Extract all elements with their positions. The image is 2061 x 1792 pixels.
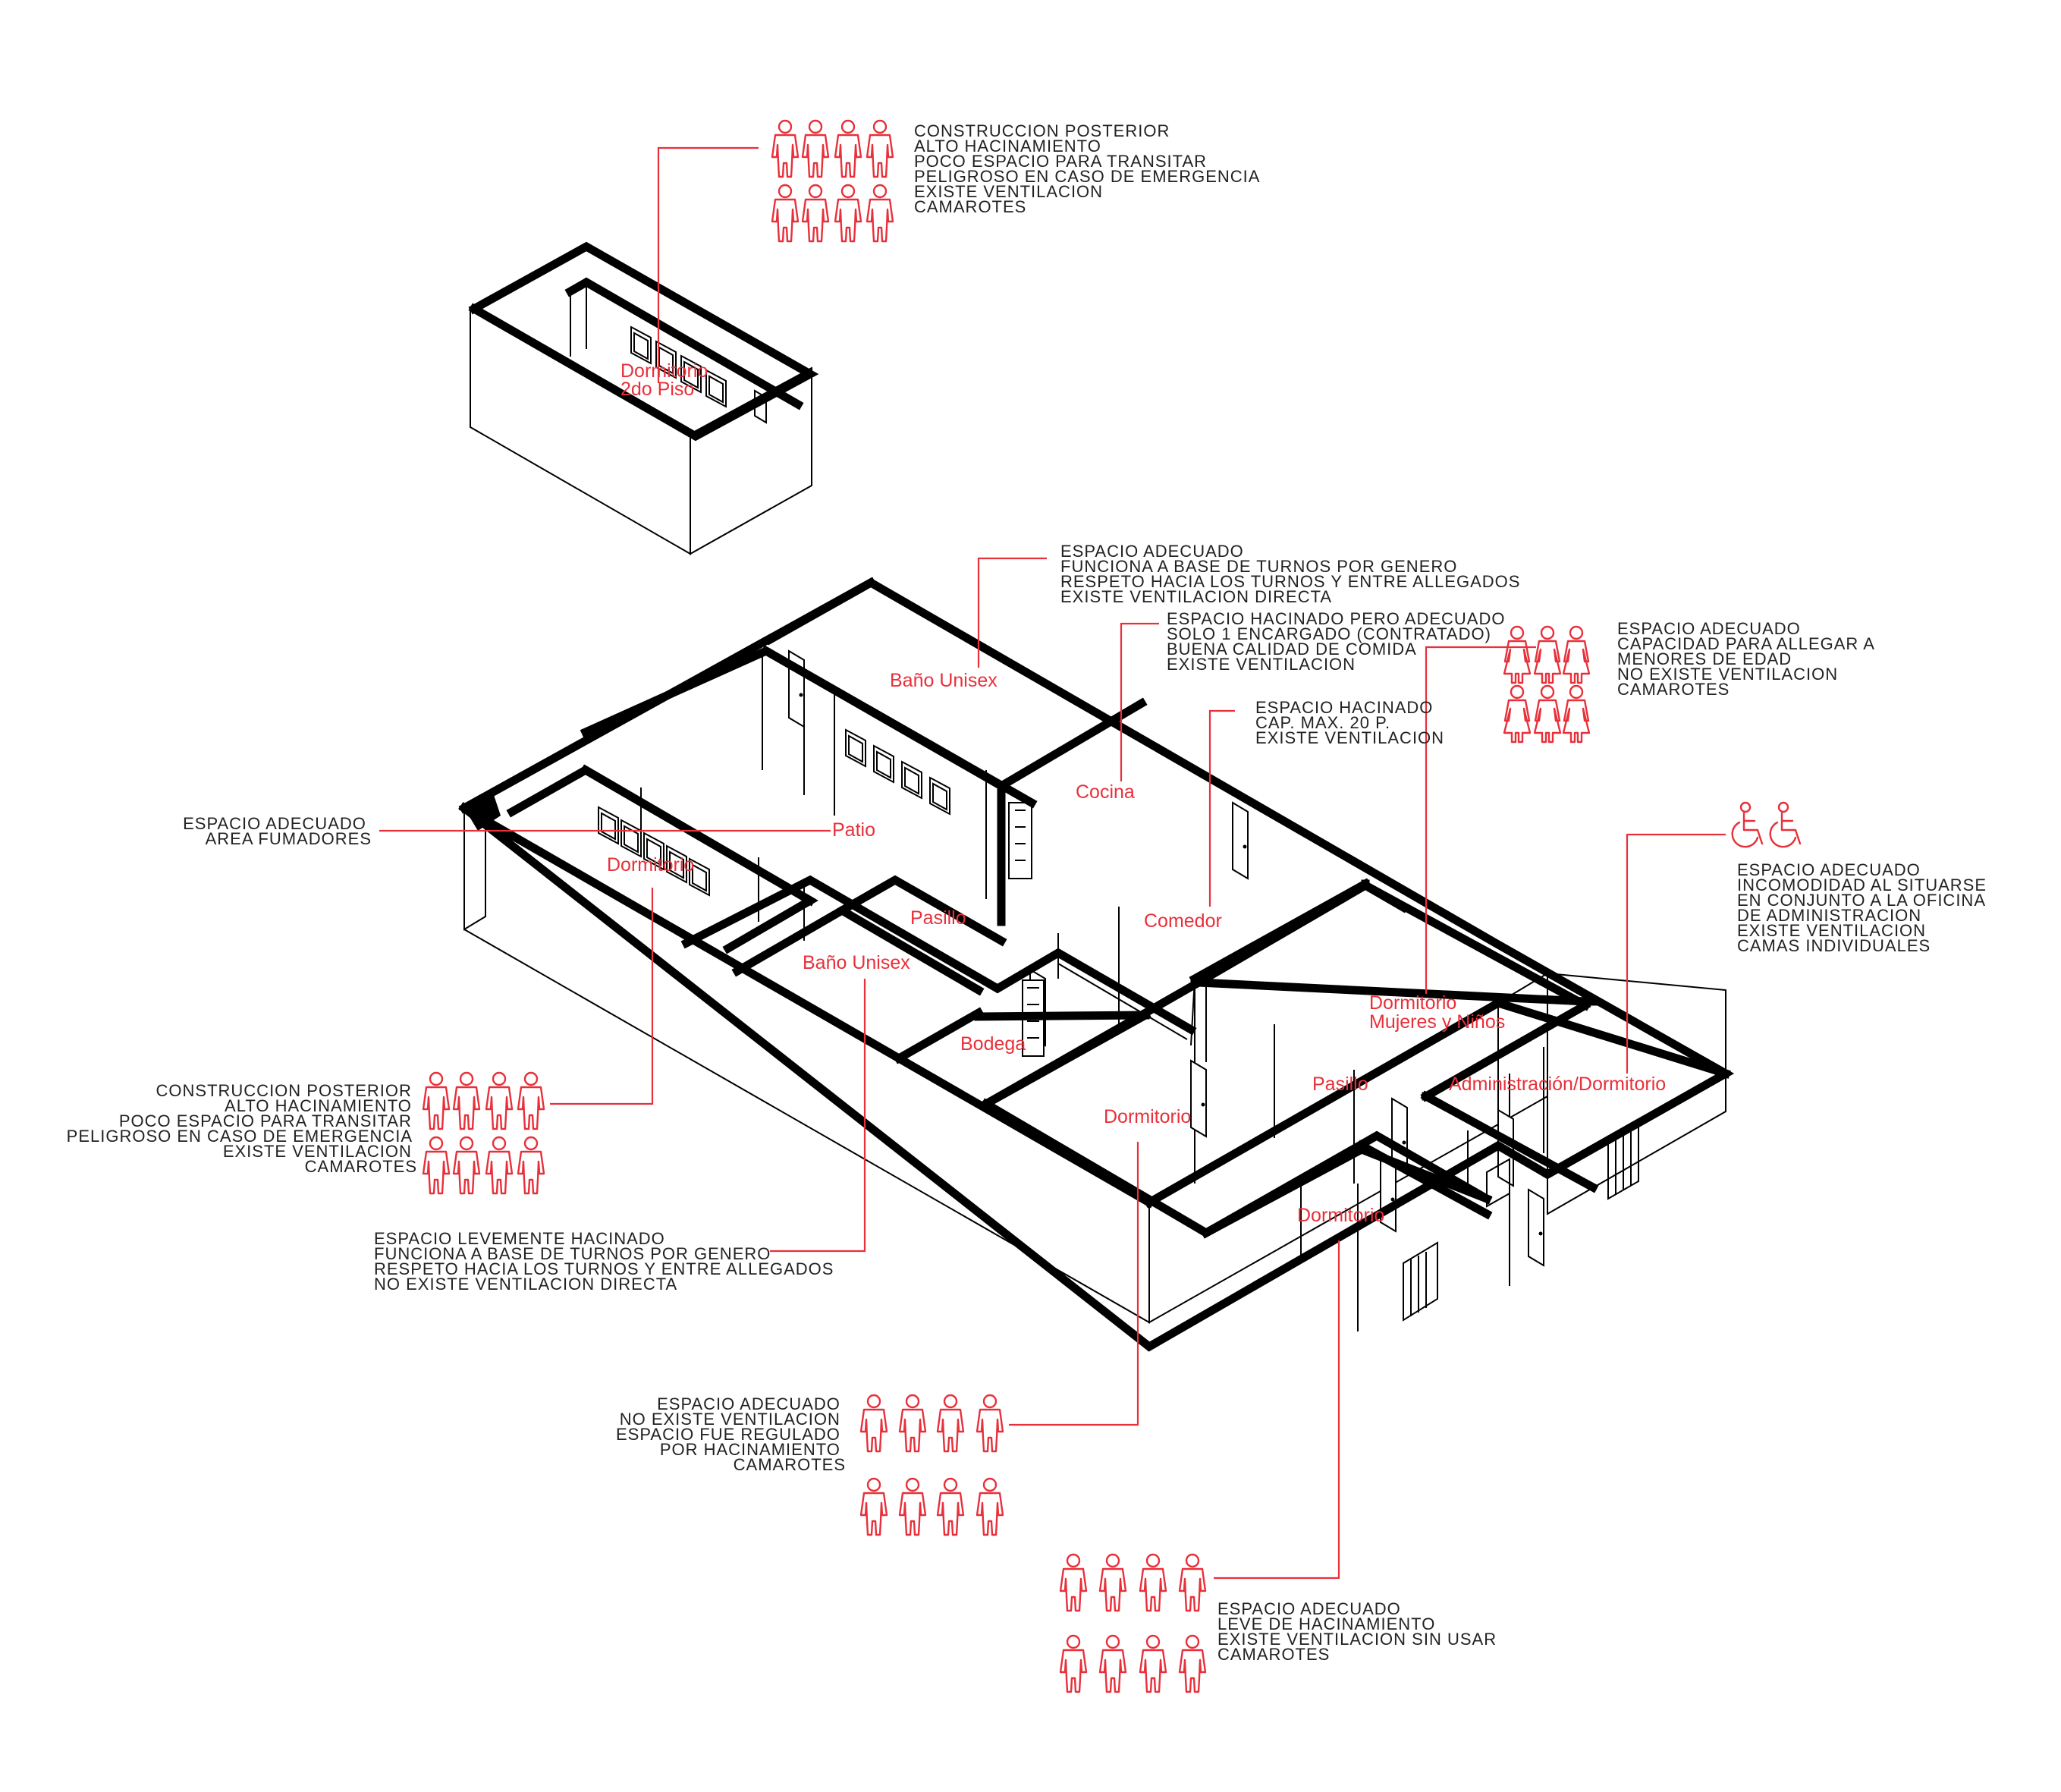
- person-icon: [517, 1136, 545, 1195]
- note-comedor: ESPACIO HACINADO CAP. MAX. 20 P. EXISTE …: [1255, 698, 1444, 747]
- note-dormitorio-sur: ESPACIO ADECUADO LEVE DE HACINAMIENTO EX…: [1217, 1599, 1502, 1664]
- room-label-bano-unisex-norte: Baño Unisex: [890, 670, 998, 691]
- person-icon: [771, 184, 800, 243]
- wheelchair-icon: [1769, 801, 1802, 848]
- room-label-dormitorio-sur: Dormitorio: [1297, 1205, 1384, 1226]
- female-person-icon: [1503, 625, 1532, 684]
- note-cocina: ESPACIO HACINADO PERO ADECUADO SOLO 1 EN…: [1167, 609, 1511, 674]
- person-icon: [801, 119, 830, 178]
- room-label-bano-unisex-sur: Baño Unisex: [803, 952, 910, 973]
- room-labels: Baño Unisex Cocina Patio Dormitorio Pasi…: [607, 670, 1666, 1226]
- note-patio: ESPACIO ADECUADO AREA FUMADORES: [183, 814, 372, 848]
- person-icon: [485, 1136, 514, 1195]
- room-label-cocina: Cocina: [1076, 781, 1135, 803]
- wheelchair-icon: [1731, 801, 1764, 848]
- person-icon: [834, 184, 862, 243]
- person-icon: [1098, 1634, 1127, 1693]
- person-icon: [976, 1394, 1004, 1453]
- person-icon: [866, 184, 894, 243]
- female-person-icon: [1533, 684, 1562, 744]
- note-bano-norte: ESPACIO ADECUADO FUNCIONA A BASE DE TURN…: [1060, 542, 1526, 606]
- room-label-pasillo-este: Pasillo: [1312, 1074, 1368, 1095]
- icons-dormitorio-oeste: [422, 1071, 545, 1195]
- female-person-icon: [1503, 684, 1532, 744]
- room-label-comedor: Comedor: [1144, 910, 1222, 932]
- room-label-bodega: Bodega: [960, 1033, 1026, 1055]
- room-label-dormitorio-centro: Dormitorio: [1104, 1106, 1191, 1127]
- person-icon: [1178, 1634, 1207, 1693]
- person-icon: [422, 1071, 451, 1130]
- person-icon: [898, 1477, 927, 1536]
- icons-dormitorio-centro: [859, 1394, 1004, 1536]
- person-icon: [801, 184, 830, 243]
- room-label-patio: Patio: [832, 819, 875, 841]
- icons-segundo-piso: [771, 119, 894, 243]
- female-person-icon: [1562, 684, 1591, 744]
- person-icon: [517, 1071, 545, 1130]
- note-dormitorio-centro: ESPACIO ADECUADO NO EXISTE VENTILACION E…: [616, 1394, 846, 1474]
- note-segundo-piso: CONSTRUCCION POSTERIOR ALTO HACINAMIENTO…: [914, 121, 1265, 216]
- room-label-administracion: Administración/Dormitorio: [1449, 1074, 1666, 1095]
- female-person-icon: [1562, 625, 1591, 684]
- person-icon: [1098, 1553, 1127, 1612]
- person-icon: [771, 119, 800, 178]
- main-house: [458, 577, 1735, 1352]
- note-administracion: ESPACIO ADECUADO INCOMODIDAD AL SITUARSE…: [1737, 860, 1992, 955]
- icons-dormitorio-sur: [1059, 1553, 1207, 1693]
- room-label-dormitorio-mujeres: Dormitorio Mujeres y Niños: [1369, 992, 1505, 1033]
- person-icon: [1059, 1553, 1088, 1612]
- person-icon: [422, 1136, 451, 1195]
- person-icon: [866, 119, 894, 178]
- person-icon: [936, 1477, 965, 1536]
- person-icon: [976, 1477, 1004, 1536]
- person-icon: [1059, 1634, 1088, 1693]
- second-floor-block: Dormitorio 2do Piso: [468, 241, 819, 555]
- person-icon: [485, 1071, 514, 1130]
- leader-lines: [379, 146, 1726, 1580]
- note-bano-sur: ESPACIO LEVEMENTE HACINADO FUNCIONA A BA…: [374, 1229, 840, 1294]
- person-icon: [834, 119, 862, 178]
- room-label-dormitorio-2do-piso: Dormitorio 2do Piso: [620, 360, 713, 400]
- note-dormitorio-oeste: CONSTRUCCION POSTERIOR ALTO HACINAMIENTO…: [67, 1081, 417, 1176]
- icons-administracion: [1731, 801, 1802, 848]
- person-icon: [452, 1136, 481, 1195]
- person-icon: [936, 1394, 965, 1453]
- person-icon: [1139, 1553, 1167, 1612]
- person-icon: [1139, 1634, 1167, 1693]
- room-label-pasillo-oeste: Pasillo: [910, 907, 966, 929]
- person-icon: [1178, 1553, 1207, 1612]
- note-mujeres: ESPACIO ADECUADO CAPACIDAD PARA ALLEGAR …: [1617, 619, 1880, 699]
- person-icon: [452, 1071, 481, 1130]
- person-icon: [859, 1477, 888, 1536]
- person-icon: [859, 1394, 888, 1453]
- female-person-icon: [1533, 625, 1562, 684]
- room-label-dormitorio-oeste: Dormitorio: [607, 854, 694, 876]
- person-icon: [898, 1394, 927, 1453]
- icons-mujeres: [1503, 625, 1591, 744]
